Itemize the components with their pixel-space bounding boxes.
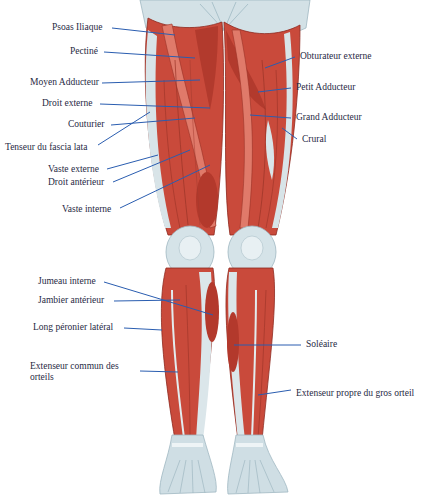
muscle-label: Petit Adducteur [296, 82, 355, 93]
muscle-label: Vaste externe [48, 164, 99, 175]
muscle-label: Obturateur externe [300, 51, 371, 62]
muscle-label: Vaste interne [62, 204, 111, 215]
muscle-label: Droit antérieur [48, 177, 104, 188]
muscle-label: Jambier antérieur [38, 295, 104, 306]
muscle-label: Soléaire [306, 339, 337, 350]
soleus [227, 312, 239, 372]
adductor [195, 26, 218, 110]
muscle-label: Jumeau interne [38, 276, 96, 287]
leg-muscles [226, 268, 275, 440]
tendon [266, 120, 274, 180]
muscle-label: Extenseur commun des orteils [30, 361, 134, 384]
fascia-lata [146, 30, 171, 228]
muscle-label: Couturier [68, 119, 104, 130]
muscle-label: Crural [302, 134, 326, 145]
muscle-label: Droit externe [42, 98, 92, 109]
sartorius [232, 30, 252, 228]
leader-lines [98, 28, 301, 395]
thigh-muscles [145, 18, 223, 235]
muscle-label: Tenseur du fascia lata [5, 142, 87, 153]
muscle-label: Psoas Iliaque [52, 22, 102, 33]
muscle-label: Moyen Adducteur [30, 77, 99, 88]
muscle-label: Pectiné [70, 46, 98, 57]
muscle-label: Long péronier latéral [33, 322, 113, 333]
muscle-label: Grand Adducteur [296, 112, 362, 123]
muscle-label: Extenseur propre du gros orteil [296, 388, 418, 399]
thigh-muscles [224, 22, 300, 235]
gastrocnemius [205, 282, 219, 342]
vastus-medialis [196, 172, 218, 228]
